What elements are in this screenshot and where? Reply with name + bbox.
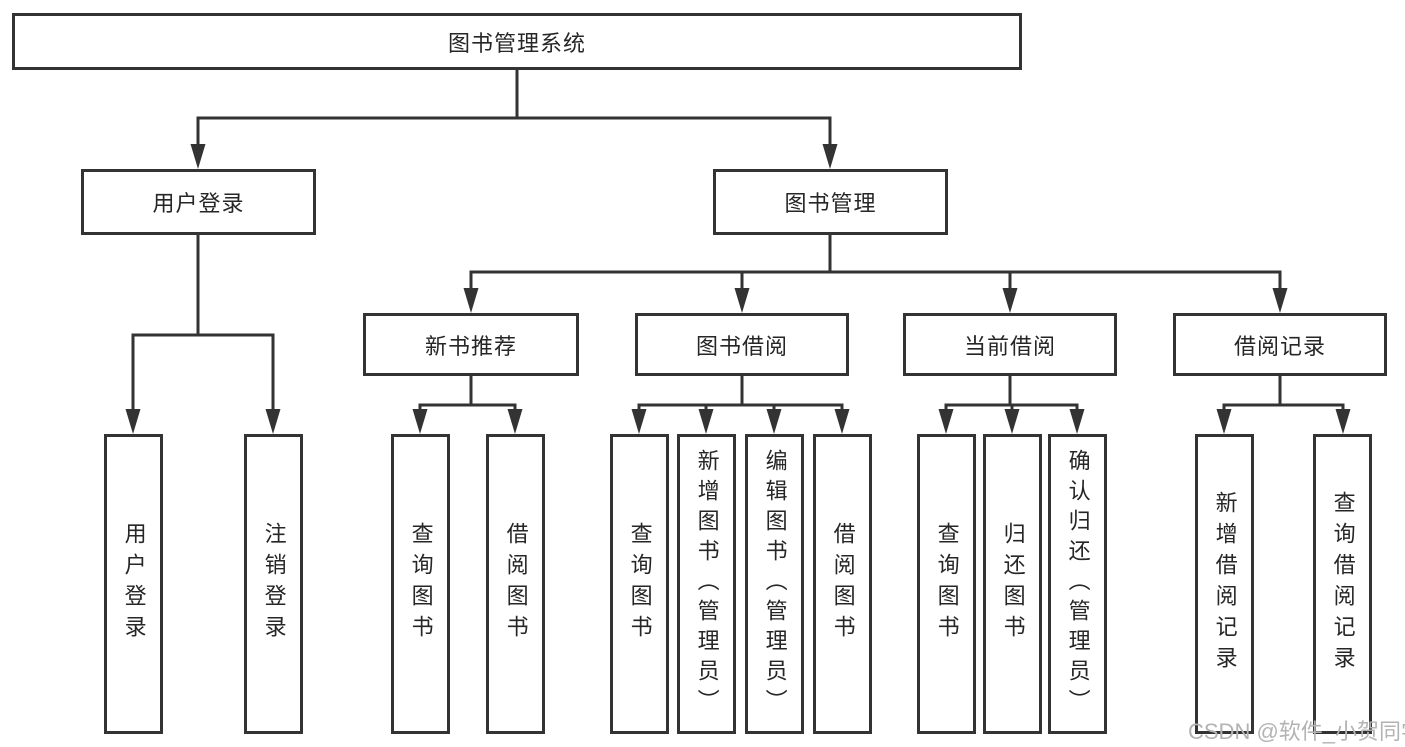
leaf-logout-label: 注销登录 — [261, 522, 287, 646]
arrow-down-icon — [631, 409, 647, 434]
arrow-down-icon — [1272, 288, 1288, 313]
leaf-borrow-query-books: 查询图书 — [610, 434, 669, 734]
leaf-current-query-books-label: 查询图书 — [934, 522, 960, 646]
leaf-records-add-record-label: 新增借阅记录 — [1212, 491, 1238, 677]
leaf-borrow-add-books-admin-label: 新增图书（管理员） — [694, 449, 720, 719]
node-library-system-label: 图书管理系统 — [447, 30, 586, 56]
csdn-watermark: CSDN @软件_小贺同学 — [1188, 719, 1405, 744]
node-library-system: 图书管理系统 — [12, 13, 1022, 70]
arrow-down-icon — [463, 288, 479, 313]
leaf-current-confirm-return-admin-label: 确认归还（管理员） — [1065, 449, 1091, 719]
connector-borrow-records-to-leaves — [1216, 374, 1351, 434]
leaf-current-confirm-return-admin: 确认归还（管理员） — [1048, 434, 1107, 734]
node-book-management: 图书管理 — [713, 169, 948, 235]
leaf-records-query-record-label: 查询借阅记录 — [1330, 491, 1356, 677]
node-current-borrow: 当前借阅 — [903, 313, 1117, 376]
leaf-borrow-query-books-label: 查询图书 — [627, 522, 653, 646]
leaf-records-query-record: 查询借阅记录 — [1313, 434, 1372, 734]
arrow-down-icon — [698, 409, 714, 434]
node-user-login: 用户登录 — [81, 169, 316, 235]
leaf-current-return-books-label: 归还图书 — [1000, 522, 1026, 646]
leaf-newbook-borrow-books: 借阅图书 — [486, 434, 545, 734]
arrow-down-icon — [822, 144, 838, 169]
leaf-borrow-add-books-admin: 新增图书（管理员） — [677, 434, 736, 734]
arrow-down-icon — [834, 409, 850, 434]
arrow-down-icon — [190, 144, 206, 169]
arrow-down-icon — [265, 409, 281, 434]
arrow-down-icon — [766, 409, 782, 434]
leaf-current-query-books: 查询图书 — [917, 434, 976, 734]
arrow-down-icon — [1069, 409, 1085, 434]
leaf-newbook-query-books: 查询图书 — [391, 434, 450, 734]
connector-current-borrow-to-leaves — [938, 374, 1085, 434]
leaf-borrow-borrow-books-label: 借阅图书 — [830, 522, 856, 646]
connector-book-borrow-to-leaves — [631, 374, 850, 434]
node-book-borrow: 图书借阅 — [635, 313, 849, 376]
leaf-user-login: 用户登录 — [104, 434, 163, 734]
leaf-user-login-label: 用户登录 — [121, 522, 147, 646]
node-borrow-records-label: 借阅记录 — [1233, 333, 1326, 359]
arrow-down-icon — [938, 409, 954, 434]
connector-new-book-to-leaves — [412, 374, 523, 434]
leaf-newbook-borrow-books-label: 借阅图书 — [503, 522, 529, 646]
arrow-down-icon — [1216, 409, 1232, 434]
arrow-down-icon — [125, 409, 141, 434]
leaf-logout: 注销登录 — [244, 434, 303, 734]
connector-root-to-level2 — [190, 69, 838, 169]
leaf-borrow-borrow-books: 借阅图书 — [813, 434, 872, 734]
leaf-current-return-books: 归还图书 — [983, 434, 1042, 734]
node-new-book-recommend: 新书推荐 — [363, 313, 579, 376]
node-borrow-records: 借阅记录 — [1173, 313, 1387, 376]
arrow-down-icon — [412, 409, 428, 434]
leaf-records-add-record: 新增借阅记录 — [1195, 434, 1254, 734]
arrow-down-icon — [1335, 409, 1351, 434]
node-book-borrow-label: 图书借阅 — [695, 333, 788, 359]
arrow-down-icon — [507, 409, 523, 434]
node-new-book-recommend-label: 新书推荐 — [424, 333, 517, 359]
connector-book-mgmt-to-level3 — [463, 234, 1288, 313]
node-book-management-label: 图书管理 — [784, 191, 877, 216]
node-current-borrow-label: 当前借阅 — [963, 333, 1056, 359]
connector-user-login-to-leaves — [125, 234, 281, 434]
arrow-down-icon — [1002, 288, 1018, 313]
leaf-newbook-query-books-label: 查询图书 — [408, 522, 434, 646]
arrow-down-icon — [734, 288, 750, 313]
node-user-login-label: 用户登录 — [152, 191, 245, 216]
arrow-down-icon — [1004, 409, 1020, 434]
leaf-borrow-edit-books-admin-label: 编辑图书（管理员） — [762, 449, 788, 719]
leaf-borrow-edit-books-admin: 编辑图书（管理员） — [745, 434, 804, 734]
